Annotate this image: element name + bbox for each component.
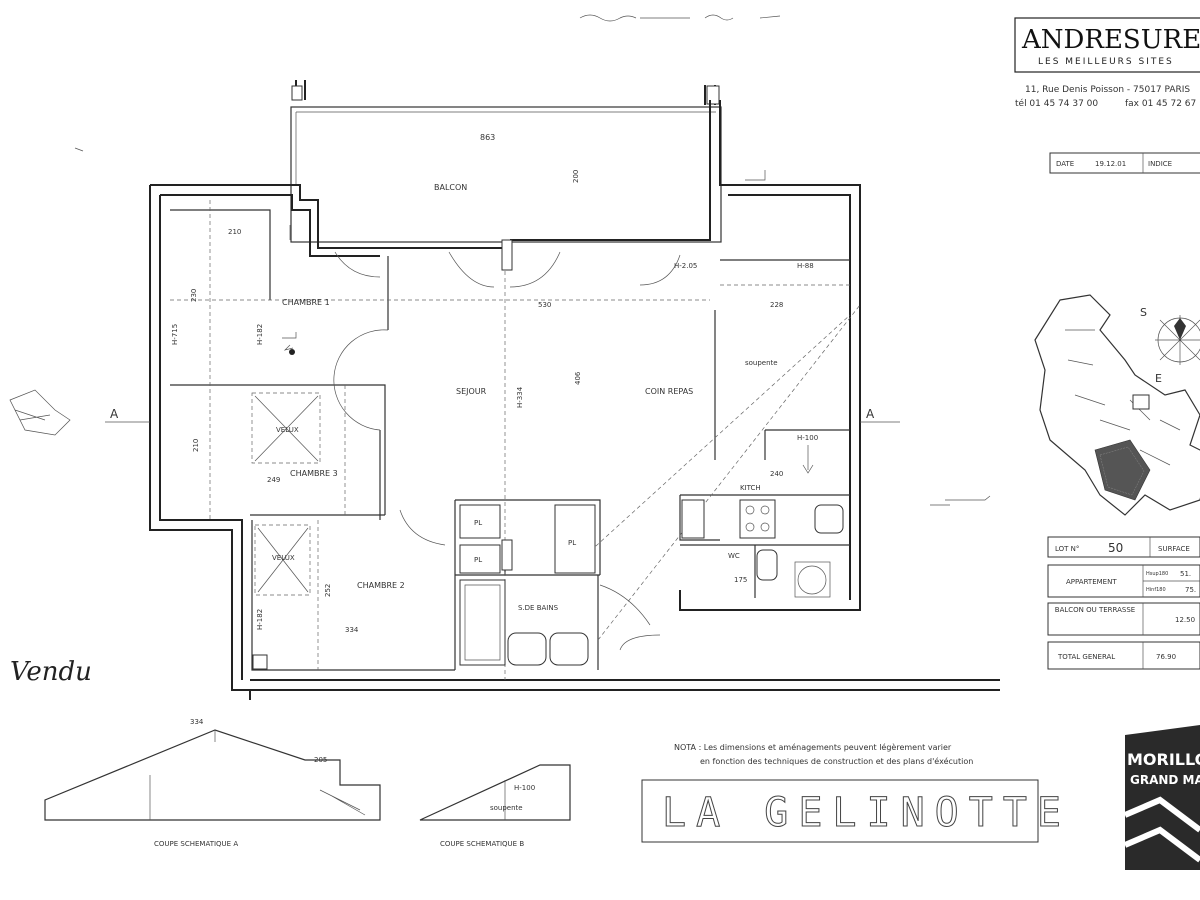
- compass: S E: [1140, 306, 1200, 385]
- lot-apartment-val1: 51.: [1180, 570, 1191, 578]
- left-scribble: Vendu: [9, 389, 92, 687]
- room-coin-repas: COIN REPAS: [645, 387, 693, 396]
- dim-200: 200: [572, 170, 580, 183]
- lot-table: LOT N° 50 SURFACE APPARTEMENT Hsup180 51…: [1047, 536, 1200, 670]
- developer-line-1: MORILLO: [1127, 750, 1200, 769]
- section-a-right: A: [866, 407, 875, 421]
- room-pl-3: PL: [568, 539, 576, 547]
- balcony-outline: [290, 106, 722, 243]
- room-pl-2: PL: [474, 556, 482, 564]
- brand-fax: fax 01 45 72 67: [1125, 99, 1196, 109]
- brand-address: 11, Rue Denis Poisson - 75017 PARIS: [1025, 85, 1190, 95]
- date-label: DATE: [1056, 160, 1074, 168]
- room-velux-2: VELUX: [272, 554, 295, 562]
- lot-apartment-label: APPARTEMENT: [1066, 578, 1117, 586]
- section-a: 334 205 COUPE SCHEMATIQUE A: [44, 718, 381, 848]
- room-kitch: KITCH: [740, 484, 761, 492]
- dim-h205: H-2.05: [674, 262, 697, 270]
- dim-230: 230: [190, 289, 198, 302]
- dim-249: 249: [267, 476, 280, 484]
- handwritten-vendu: Vendu: [10, 657, 92, 687]
- dim-252: 252: [324, 584, 332, 597]
- floor-plan: 863 200 BALCON: [105, 80, 1000, 700]
- dim-h100: H-100: [797, 434, 818, 442]
- compass-s: S: [1140, 306, 1147, 319]
- dim-182-b: H-182: [256, 609, 264, 630]
- section-a-left: A: [110, 407, 119, 421]
- lot-apartment-val2: 75.: [1185, 586, 1196, 594]
- date-value: 19.12.01: [1095, 160, 1126, 168]
- dim-715: H-715: [171, 324, 179, 345]
- dim-863: 863: [480, 133, 495, 142]
- dim-210-b: 210: [192, 439, 200, 452]
- dim-175: 175: [734, 576, 747, 584]
- developer-logo: MORILLO GRAND MASSIF: [1123, 725, 1200, 870]
- section-b-label: COUPE SCHEMATIQUE B: [440, 840, 524, 848]
- room-pl-1: PL: [474, 519, 482, 527]
- section-a-205: 205: [314, 756, 327, 764]
- dim-530: 530: [538, 301, 551, 309]
- brand-name: ANDRESURELLI: [1021, 25, 1200, 55]
- note-block: NOTA : Les dimensions et aménagements pe…: [674, 742, 973, 766]
- developer-line-2: GRAND MASSIF: [1130, 773, 1200, 787]
- section-a-label: COUPE SCHEMATIQUE A: [154, 840, 238, 848]
- index-label: INDICE: [1148, 160, 1172, 168]
- brand-tel: tél 01 45 74 37 00: [1015, 98, 1098, 109]
- brand-tagline: LES MEILLEURS SITES: [1038, 57, 1174, 67]
- lot-total-label: TOTAL GENERAL: [1057, 653, 1115, 661]
- dim-182-a: H-182: [256, 324, 264, 345]
- note-line-1: NOTA : Les dimensions et aménagements pe…: [674, 742, 952, 752]
- room-sejour: SEJOUR: [456, 387, 487, 396]
- lot-apartment-sub2: Hinf180: [1146, 587, 1166, 593]
- dim-210-a: 210: [228, 228, 241, 236]
- lot-balcony-label: BALCON OU TERRASSE: [1054, 606, 1136, 614]
- room-wc: WC: [728, 552, 740, 560]
- dim-228: 228: [770, 301, 783, 309]
- lot-number: 50: [1108, 541, 1123, 555]
- room-chambre-3: CHAMBRE 3: [290, 469, 338, 478]
- dim-334: H-334: [516, 386, 524, 408]
- surface-label: SURFACE: [1158, 545, 1190, 553]
- lot-label: LOT N°: [1055, 545, 1079, 553]
- title-block: DATE 19.12.01 INDICE: [1049, 152, 1200, 174]
- dim-406: 406: [574, 371, 582, 385]
- room-soupente: soupente: [745, 359, 778, 367]
- room-balcon: BALCON: [434, 183, 467, 192]
- room-velux-1: VELUX: [276, 426, 299, 434]
- dim-240: 240: [770, 470, 783, 478]
- project-name: LA GELINOTTE: [662, 790, 1071, 836]
- compass-e: E: [1155, 372, 1162, 385]
- section-a-334: 334: [190, 718, 204, 726]
- room-chambre-2: CHAMBRE 2: [357, 581, 405, 590]
- top-scribble: [74, 14, 781, 152]
- project-name-block: LA GELINOTTE: [641, 779, 1071, 843]
- room-chambre-1: CHAMBRE 1: [282, 298, 330, 307]
- note-line-2: en fonction des techniques de constructi…: [700, 756, 973, 766]
- section-b-soupente: soupente: [490, 804, 523, 812]
- brand-block: ANDRESURELLI LES MEILLEURS SITES 11, Rue…: [1014, 17, 1200, 109]
- section-b: soupente H-100 COUPE SCHEMATIQUE B: [419, 764, 571, 848]
- lot-apartment-sub1: Hsup180: [1146, 571, 1168, 577]
- lot-total-value: 76.90: [1156, 653, 1176, 661]
- lot-balcony-value: 12.50: [1175, 616, 1195, 624]
- dim-334-b: 334: [345, 626, 359, 634]
- location-map: [1034, 294, 1200, 516]
- section-b-h: H-100: [514, 784, 535, 792]
- room-sdb: S.DE BAINS: [518, 604, 559, 612]
- dim-h88: H-88: [797, 262, 814, 270]
